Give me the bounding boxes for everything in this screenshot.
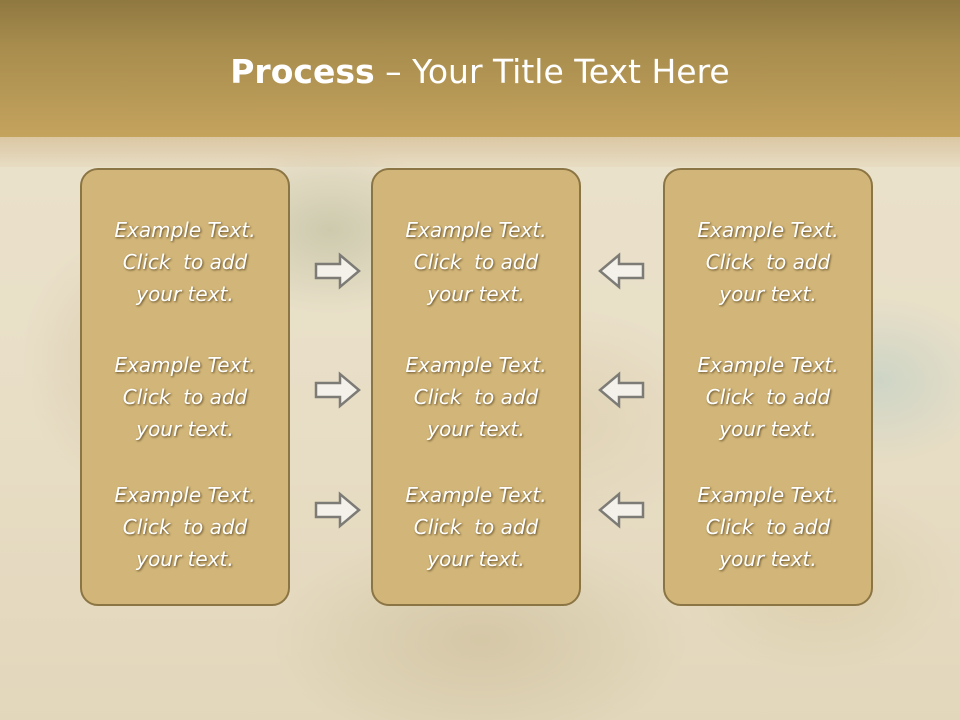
text-line: your text.: [719, 282, 817, 306]
text-line: your text.: [136, 547, 234, 571]
text-line: Click to add: [122, 385, 248, 409]
text-line: Click to add: [705, 515, 831, 539]
text-line: Example Text.: [697, 218, 839, 242]
panel-text-block[interactable]: Example Text. Click to add your text.: [82, 479, 288, 575]
text-line: Click to add: [413, 250, 539, 274]
text-line: your text.: [136, 282, 234, 306]
text-line: your text.: [719, 547, 817, 571]
panel-text-block[interactable]: Example Text. Click to add your text.: [665, 349, 871, 445]
process-panel-center[interactable]: Example Text. Click to add your text. Ex…: [371, 168, 581, 606]
text-line: Example Text.: [697, 483, 839, 507]
text-line: Example Text.: [114, 353, 256, 377]
text-line: Click to add: [122, 250, 248, 274]
arrow-left-icon[interactable]: [597, 371, 645, 409]
text-line: Click to add: [122, 515, 248, 539]
title-bold: Process: [230, 52, 375, 91]
panel-text-block[interactable]: Example Text. Click to add your text.: [82, 349, 288, 445]
text-line: Example Text.: [405, 353, 547, 377]
panel-text-block[interactable]: Example Text. Click to add your text.: [665, 479, 871, 575]
panel-text-block[interactable]: Example Text. Click to add your text.: [373, 479, 579, 575]
text-line: Example Text.: [405, 483, 547, 507]
text-line: your text.: [136, 417, 234, 441]
text-line: your text.: [719, 417, 817, 441]
text-line: your text.: [427, 417, 525, 441]
arrow-right-icon[interactable]: [314, 371, 362, 409]
process-panel-right[interactable]: Example Text. Click to add your text. Ex…: [663, 168, 873, 606]
text-line: Example Text.: [697, 353, 839, 377]
arrow-right-icon[interactable]: [314, 252, 362, 290]
title-band: [0, 0, 960, 137]
panel-text-block[interactable]: Example Text. Click to add your text.: [373, 214, 579, 310]
title-subband: [0, 137, 960, 167]
panel-text-block[interactable]: Example Text. Click to add your text.: [665, 214, 871, 310]
panel-text-block[interactable]: Example Text. Click to add your text.: [373, 349, 579, 445]
text-line: Click to add: [413, 515, 539, 539]
panel-text-block[interactable]: Example Text. Click to add your text.: [82, 214, 288, 310]
arrow-left-icon[interactable]: [597, 252, 645, 290]
text-line: Example Text.: [114, 483, 256, 507]
text-line: Click to add: [413, 385, 539, 409]
text-line: Example Text.: [114, 218, 256, 242]
slide-title[interactable]: Process – Your Title Text Here: [0, 52, 960, 91]
arrow-right-icon[interactable]: [314, 491, 362, 529]
process-panel-left[interactable]: Example Text. Click to add your text. Ex…: [80, 168, 290, 606]
text-line: Example Text.: [405, 218, 547, 242]
title-rest: – Your Title Text Here: [374, 52, 730, 91]
arrow-left-icon[interactable]: [597, 491, 645, 529]
text-line: your text.: [427, 547, 525, 571]
text-line: Click to add: [705, 250, 831, 274]
text-line: your text.: [427, 282, 525, 306]
text-line: Click to add: [705, 385, 831, 409]
